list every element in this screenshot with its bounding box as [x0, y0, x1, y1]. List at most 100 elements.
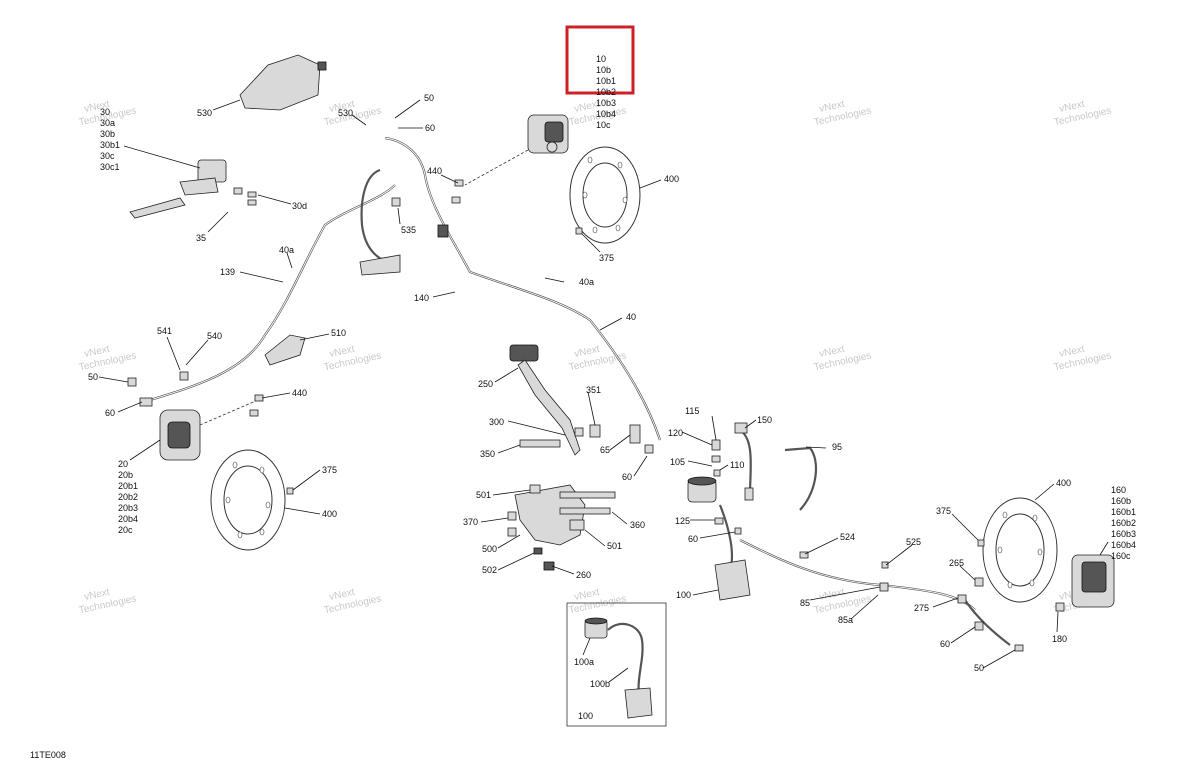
part-label: 351: [586, 385, 601, 395]
part-label: 30c1: [100, 162, 120, 172]
part-label: 20b2: [118, 492, 138, 502]
part-label: 10b2: [596, 87, 616, 97]
part-label: 160: [1111, 485, 1126, 495]
part-label: 250: [478, 379, 493, 389]
part-label: 10b4: [596, 109, 616, 119]
part-label: 115: [685, 406, 699, 416]
front-left-caliper: [127, 377, 264, 461]
highlight-box: [565, 25, 635, 95]
part-label: 525: [906, 537, 921, 547]
front-master-cylinder: [129, 159, 257, 219]
part-labels: 530 50 530 60 30 30a 30b 30b1 30c 30c1 3…: [88, 93, 1136, 721]
part-label: 30: [100, 107, 110, 117]
watermark: vNext: [573, 587, 601, 603]
hose-95: [784, 446, 817, 511]
part-label: 524: [840, 532, 855, 542]
part-label: 20b: [118, 470, 133, 480]
part-label: 60: [425, 123, 435, 133]
part-label: 540: [207, 331, 222, 341]
part-label: 360: [630, 520, 645, 530]
part-label: 160b4: [1111, 540, 1136, 550]
watermark: vNext: [83, 99, 111, 115]
part-label: 35: [196, 233, 206, 243]
part-label: 375: [936, 506, 951, 516]
part-label: 530: [338, 108, 353, 118]
part-label: 160b3: [1111, 529, 1136, 539]
part-label: 20b1: [118, 481, 138, 491]
part-label: 50: [424, 93, 434, 103]
guard-530: [239, 54, 327, 111]
rear-caliper: [799, 551, 1115, 652]
part-label: 20b3: [118, 503, 138, 513]
part-label: 95: [832, 442, 842, 452]
watermark: vNext: [328, 344, 356, 360]
part-label: 10b1: [596, 76, 616, 86]
part-label: 140: [414, 293, 429, 303]
part-label: 10b: [596, 65, 611, 75]
part-label: 370: [463, 517, 478, 527]
inset-panel: [566, 602, 667, 727]
watermark: vNext: [328, 587, 356, 603]
brake-disc-front-right: [569, 146, 641, 244]
brake-disc-front-left: [210, 449, 294, 551]
part-label: 85: [800, 598, 810, 608]
watermark: vNext: [83, 344, 111, 360]
part-label: 125: [675, 516, 690, 526]
part-label: 260: [576, 570, 591, 580]
part-label: 120: [668, 428, 683, 438]
watermark: vNext: [83, 587, 111, 603]
part-label: 100b: [590, 679, 610, 689]
part-label: 100: [676, 590, 691, 600]
part-label: 440: [292, 388, 307, 398]
part-label: 400: [1056, 478, 1071, 488]
part-label: 150: [757, 415, 772, 425]
watermark: vNext: [818, 99, 846, 115]
part-label: 40: [626, 312, 636, 322]
part-label: 400: [322, 509, 337, 519]
brake-disc-rear: [977, 497, 1058, 603]
part-label: 535: [401, 225, 416, 235]
highlight-box-labels: 10 10b 10b1 10b2 10b3 10b4 10c: [596, 54, 616, 130]
front-right-caliper: [451, 114, 569, 204]
watermark: vNext: [573, 344, 601, 360]
pedal-bracket: [507, 484, 616, 571]
part-label: 501: [476, 490, 491, 500]
part-label: 105: [670, 457, 685, 467]
part-label: 20c: [118, 525, 133, 535]
part-label: 265: [949, 558, 964, 568]
part-label: 160b2: [1111, 518, 1136, 528]
part-label: 30d: [292, 201, 307, 211]
part-label: 139: [220, 267, 235, 277]
part-label: 100: [578, 711, 593, 721]
part-label: 30c: [100, 151, 115, 161]
part-label: 10b3: [596, 98, 616, 108]
part-label: 65: [600, 445, 610, 455]
watermark: vNext: [573, 99, 601, 115]
part-label: 502: [482, 565, 497, 575]
part-label: 60: [940, 639, 950, 649]
part-label: 50: [88, 372, 98, 382]
part-label: 400: [664, 174, 679, 184]
part-label: 85a: [838, 615, 853, 625]
part-label: 500: [482, 544, 497, 554]
leader-lines: [98, 99, 1109, 683]
brake-hoses: [149, 136, 1011, 646]
part-label: 440: [427, 166, 442, 176]
bracket-510: [179, 334, 306, 381]
part-label: 375: [599, 253, 614, 263]
part-label: 510: [331, 328, 346, 338]
part-label: 40a: [279, 245, 294, 255]
watermark: vNext: [1058, 99, 1086, 115]
watermark: vNext: [1058, 344, 1086, 360]
part-label: 541: [157, 326, 172, 336]
watermark: vNext: [328, 99, 356, 115]
part-label: 60: [622, 472, 632, 482]
part-label: 20b4: [118, 514, 138, 524]
bracket-535: [359, 197, 449, 276]
part-label: 60: [688, 534, 698, 544]
part-label: 180: [1052, 634, 1067, 644]
part-label: 20: [118, 459, 128, 469]
part-label: 275: [914, 603, 929, 613]
